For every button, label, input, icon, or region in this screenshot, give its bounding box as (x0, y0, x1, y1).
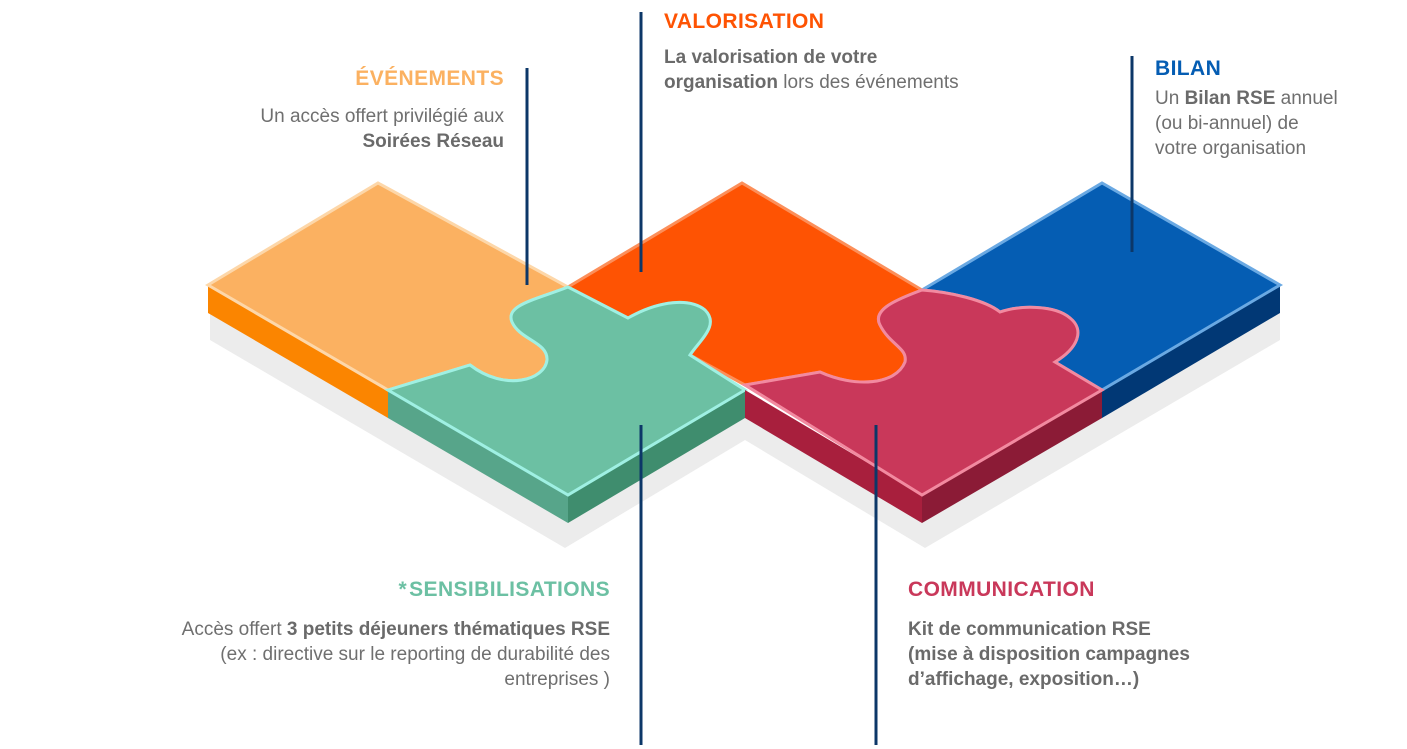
bilan-line2: (ou bi-annuel) de (1155, 113, 1299, 134)
communication-line2: (mise à disposition campagnes (908, 644, 1190, 665)
sensibilisations-line3: entreprises ) (504, 669, 610, 690)
valorisation-title: VALORISATION (664, 10, 825, 33)
bilan-block: BILAN Un Bilan RSE annuel (ou bi-annuel)… (1155, 56, 1405, 161)
bilan-pre1: Un (1155, 88, 1185, 109)
communication-block: COMMUNICATION Kit de communication RSE (… (908, 577, 1328, 692)
evenements-block: ÉVÉNEMENTS Un accès offert privilégié au… (84, 66, 504, 154)
valorisation-bold2: organisation (664, 72, 779, 93)
valorisation-block: VALORISATION La valorisation de votre or… (664, 9, 1104, 95)
sensibilisations-line2: (ex : directive sur le reporting de dura… (220, 644, 610, 665)
puzzle-piece-sensibilisations (384, 285, 748, 523)
communication-line1: Kit de communication RSE (908, 619, 1151, 640)
sensibilisations-block: *SENSIBILISATIONS Accès offert 3 petits … (0, 577, 610, 692)
sensibilisations-title: SENSIBILISATIONS (409, 578, 610, 601)
bilan-line3: votre organisation (1155, 138, 1307, 159)
bilan-bold1: Bilan RSE (1184, 88, 1276, 109)
valorisation-rest2: lors des événements (778, 72, 959, 93)
communication-title: COMMUNICATION (908, 578, 1095, 601)
evenements-title: ÉVÉNEMENTS (355, 67, 504, 90)
bilan-post1: annuel (1275, 88, 1338, 109)
sensibilisations-bold1: 3 petits déjeuners thématiques RSE (286, 619, 610, 640)
puzzle-piece-communication (740, 288, 1105, 523)
puzzle-shadow (210, 310, 1280, 548)
communication-line3: d’affichage, exposition…) (908, 669, 1140, 690)
evenements-line1: Un accès offert privilégié aux (260, 106, 504, 127)
sensibilisations-pre1: Accès offert (181, 619, 287, 640)
connector-lines (525, 12, 1134, 745)
bilan-title: BILAN (1155, 57, 1222, 80)
evenements-line2: Soirées Réseau (362, 131, 504, 152)
valorisation-bold1: La valorisation de votre (664, 47, 878, 68)
sensibilisations-asterisk: * (398, 578, 408, 601)
